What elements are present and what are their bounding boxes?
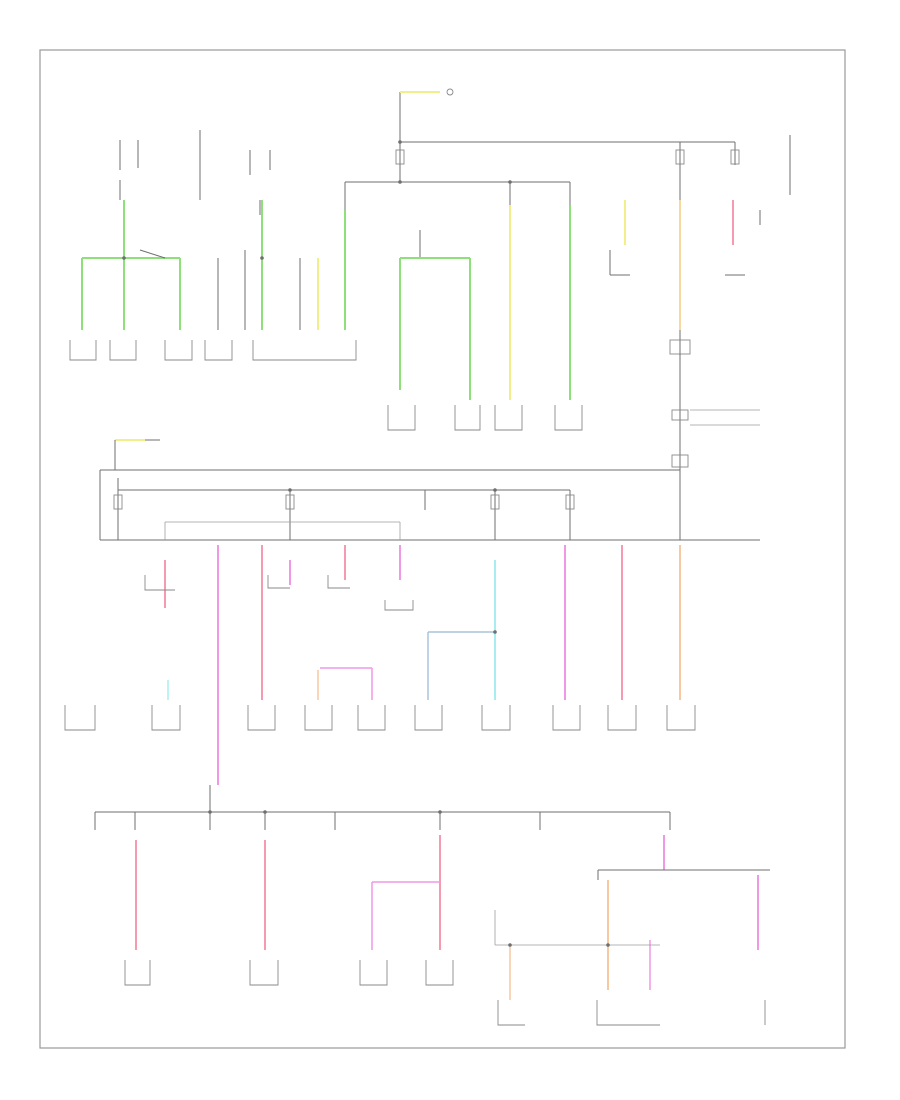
right-top-circuits [609,200,761,540]
bottom-circuits [124,835,770,1026]
center-circuits [387,205,583,431]
row2-circuits [64,545,696,785]
top-left-switches [119,130,271,215]
splice-points [122,140,610,947]
middle-bus [99,439,760,541]
top-power-feed [344,88,791,540]
diagram-frame [39,49,846,1049]
bottom-bus [94,785,671,830]
green-circuits-left [69,200,357,361]
